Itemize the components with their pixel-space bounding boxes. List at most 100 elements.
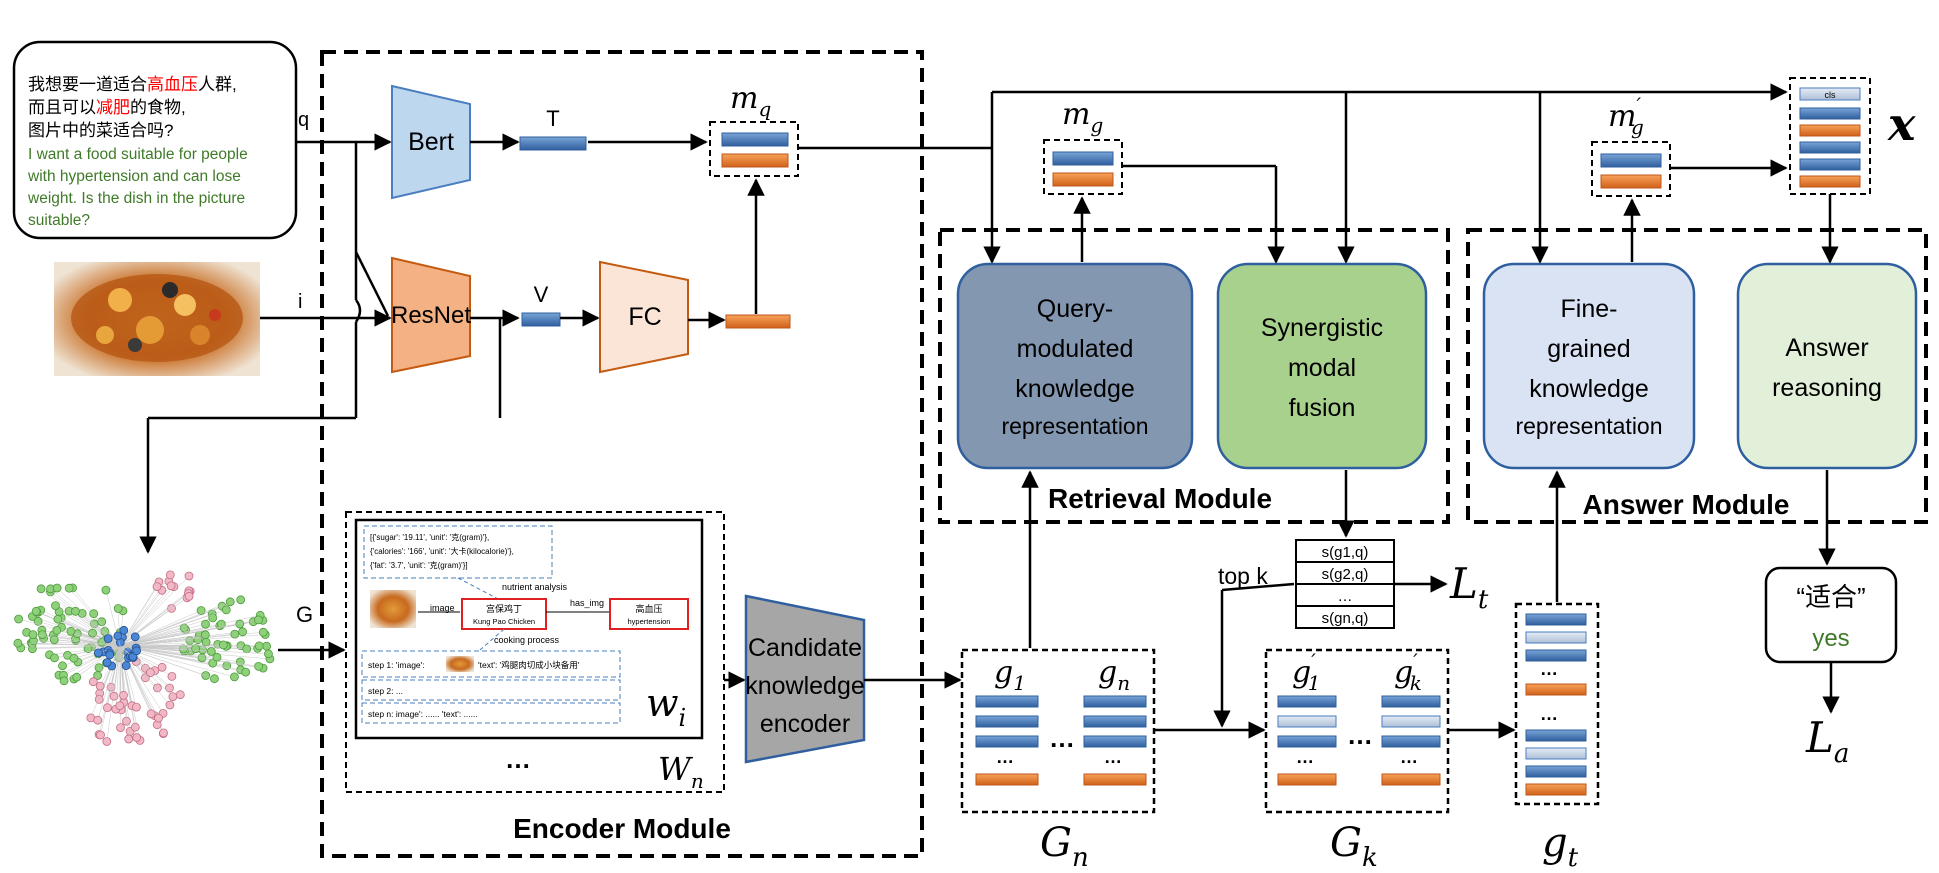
kg-node	[221, 605, 231, 615]
fc-output-vector	[725, 314, 791, 329]
kg-edge	[33, 640, 121, 647]
mq-box: mq	[709, 81, 799, 177]
score-row-3: …	[1338, 588, 1353, 605]
kg-node	[124, 734, 134, 744]
svg-text:…: …	[1540, 704, 1558, 724]
answer-module-label: Answer Module	[1583, 489, 1790, 520]
kg-edge	[119, 645, 124, 696]
kg-node	[93, 715, 103, 725]
q-label: q	[298, 109, 309, 131]
kg-node	[254, 662, 264, 671]
kg-node	[119, 690, 128, 700]
kg-node	[130, 632, 140, 642]
gt-label: gt	[1542, 820, 1579, 873]
svg-text:knowledge: knowledge	[1529, 375, 1649, 403]
svg-text:g1: g1	[994, 655, 1026, 695]
svg-text:g′k: g′k	[1394, 649, 1422, 695]
svg-text:step 1: 'image':: step 1: 'image':	[368, 660, 425, 670]
kg-node	[121, 661, 131, 670]
svg-text:…: …	[1347, 720, 1373, 750]
answer-module-frame	[1466, 228, 1928, 524]
kg-edge	[119, 645, 259, 667]
kg-node	[94, 648, 103, 658]
kg-node	[184, 591, 194, 601]
kg-node	[66, 626, 76, 636]
kg-node	[28, 630, 38, 639]
i-label: i	[298, 291, 302, 313]
kg-node	[206, 647, 216, 656]
x-fused-vector: cls x	[1789, 77, 1916, 195]
svg-text:knowledge: knowledge	[1015, 375, 1135, 403]
kg-node	[113, 631, 123, 641]
kg-node	[96, 730, 105, 740]
mg-prime-box: m′g	[1591, 93, 1671, 197]
encoder-module-label: Encoder Module	[513, 813, 731, 844]
kg-node	[115, 701, 125, 711]
query-en-line4: suitable?	[28, 212, 90, 229]
svg-text:Answer: Answer	[1785, 334, 1868, 362]
kg-edge	[119, 590, 163, 647]
kg-edge	[54, 639, 121, 647]
query-zh-line3: 图片中的菜适合吗?	[28, 121, 173, 140]
kg-node	[254, 615, 263, 625]
svg-text:representation: representation	[1515, 413, 1662, 439]
kg-node	[225, 597, 235, 607]
svg-text:nutrient analysis: nutrient analysis	[502, 582, 568, 592]
kg-node	[14, 614, 24, 624]
t-label: T	[546, 106, 559, 131]
kg-node	[212, 652, 222, 662]
kg-node	[94, 663, 104, 673]
kg-node	[262, 641, 272, 651]
kg-edge	[87, 645, 121, 649]
kg-node	[165, 700, 175, 710]
kg-edge	[107, 645, 121, 708]
v-label: V	[534, 282, 549, 307]
kg-node	[69, 653, 79, 663]
svg-text:…: …	[1049, 723, 1075, 753]
kg-node	[88, 677, 98, 687]
la-label: La	[1805, 713, 1849, 769]
kg-node	[254, 641, 264, 651]
kg-node	[59, 676, 69, 686]
fc-block: FC	[599, 260, 689, 374]
kg-node	[94, 695, 104, 704]
svg-text:Fine-: Fine-	[1561, 295, 1618, 323]
svg-text:{'calories': '166', 'unit': '大: {'calories': '166', 'unit': '大卡(kilocalo…	[370, 546, 514, 556]
kg-node	[113, 604, 123, 613]
kg-node	[101, 585, 111, 595]
kg-node	[216, 619, 226, 629]
kg-node	[50, 653, 59, 663]
kg-node	[241, 667, 251, 677]
kg-node	[71, 606, 80, 616]
kg-node	[165, 683, 174, 693]
kg-node	[208, 658, 218, 668]
score-row-4: s(gn,q)	[1322, 610, 1369, 627]
svg-text:Kung Pao Chicken: Kung Pao Chicken	[473, 617, 535, 626]
kg-node	[105, 650, 115, 660]
query-zh-line2: 而且可以减肥的食物,	[28, 98, 186, 117]
svg-text:representation: representation	[1001, 413, 1148, 439]
kg-edge	[119, 645, 137, 708]
kg-edge	[119, 645, 137, 738]
kg-node	[97, 617, 107, 627]
svg-text:“适合”: “适合”	[1796, 582, 1865, 612]
svg-text:Synergistic: Synergistic	[1261, 314, 1383, 342]
svg-text:gn: gn	[1098, 655, 1130, 695]
svg-text:modal: modal	[1288, 354, 1356, 382]
svg-text:cls: cls	[1825, 90, 1836, 100]
svg-text:cooking process: cooking process	[494, 635, 560, 645]
kg-node	[242, 644, 252, 654]
retrieval-module-frame	[938, 228, 1450, 524]
kg-node	[132, 646, 142, 656]
kg-node	[72, 672, 82, 682]
query-en-line3: weight. Is the dish in the picture	[27, 190, 245, 207]
mq-label: mq	[730, 81, 771, 121]
answer-box: “适合” yes	[1764, 566, 1898, 664]
kg-node	[152, 683, 162, 693]
kg-edge	[70, 631, 121, 647]
svg-text:mg: mg	[1062, 97, 1103, 137]
score-table: s(g1,q) s(g2,q) … s(gn,q)	[1295, 539, 1395, 629]
svg-text:image: image	[430, 603, 455, 613]
kg-node	[36, 584, 46, 594]
kg-node	[103, 634, 113, 643]
